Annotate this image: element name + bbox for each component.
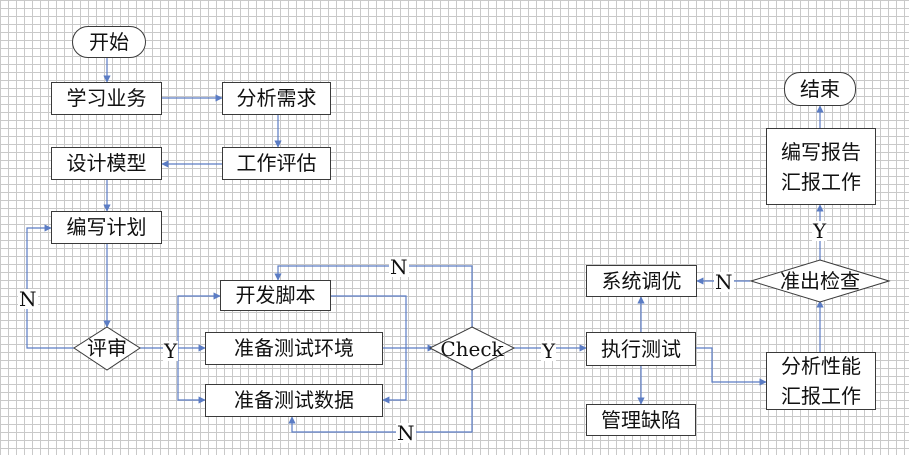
edge-check-no-top: [274, 265, 473, 328]
write-report-line1: 编写报告: [781, 139, 861, 164]
work-estimate-node[interactable]: 工作评估: [222, 147, 331, 180]
check-yes-label: Y: [541, 339, 557, 363]
develop-script-node[interactable]: 开发脚本: [220, 280, 331, 311]
check-no-bottom-label: N: [396, 421, 416, 445]
tune-system-node[interactable]: 系统调优: [586, 265, 697, 297]
check-diamond: [428, 326, 516, 371]
prepare-data-node[interactable]: 准备测试数据: [205, 384, 383, 417]
edge-run-analyze: [696, 347, 767, 386]
design-model-node[interactable]: 设计模型: [51, 147, 162, 180]
analyze-requirements-node[interactable]: 分析需求: [222, 82, 331, 115]
edge-review-develop: [140, 292, 221, 349]
review-yes-label: Y: [163, 339, 179, 363]
write-plan-node[interactable]: 编写计划: [51, 211, 162, 244]
prepare-env-node[interactable]: 准备测试环境: [205, 332, 383, 365]
edge-review-data: [177, 348, 206, 404]
exit-check-label: 准出检查: [780, 269, 860, 293]
start-node[interactable]: 开始: [72, 26, 146, 58]
review-no-label: N: [18, 287, 38, 311]
analyze-performance-line2: 汇报工作: [781, 384, 861, 408]
write-report-line2: 汇报工作: [781, 169, 861, 194]
learn-business-node[interactable]: 学习业务: [51, 82, 162, 115]
exit-check-diamond: [749, 259, 891, 303]
edge-check-no-bottom: [288, 370, 473, 433]
exit-no-label: N: [714, 270, 734, 294]
manage-defects-node[interactable]: 管理缺陷: [586, 404, 696, 436]
review-label: 评审: [87, 336, 127, 360]
end-node[interactable]: 结束: [784, 72, 856, 106]
run-test-node[interactable]: 执行测试: [586, 332, 696, 366]
edge-review-no-plan: [26, 224, 74, 349]
exit-yes-label: Y: [812, 219, 828, 243]
write-report-node[interactable]: 编写报告 汇报工作: [766, 128, 876, 205]
check-label: Check: [440, 337, 504, 361]
analyze-performance-line1: 分析性能: [781, 354, 861, 378]
check-no-top-label: N: [389, 255, 409, 279]
analyze-performance-node[interactable]: 分析性能 汇报工作: [766, 352, 876, 410]
review-diamond: [73, 326, 141, 371]
